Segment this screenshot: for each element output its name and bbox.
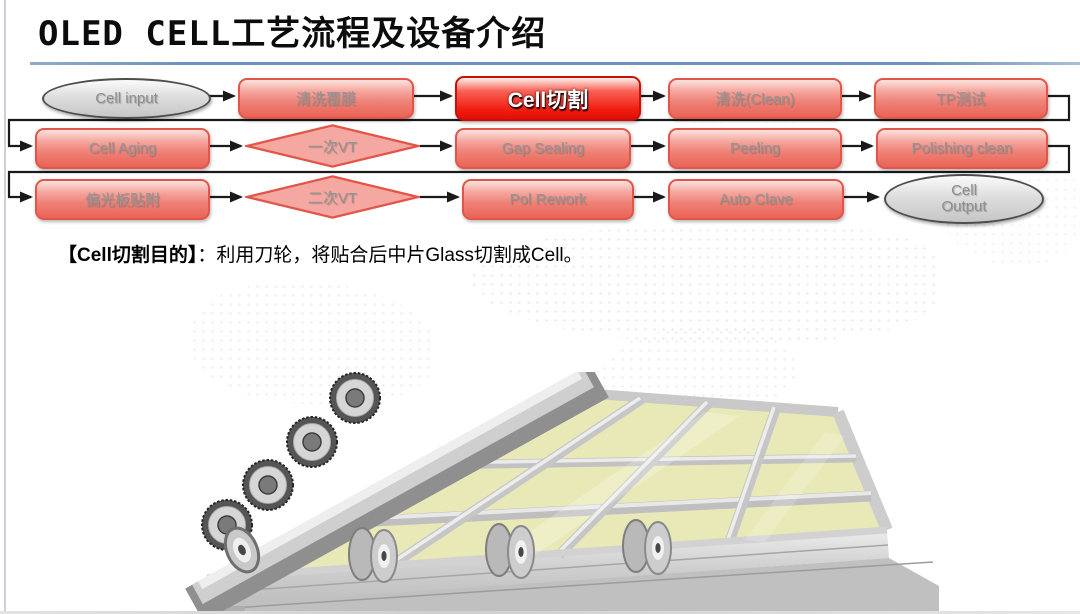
wheel-pair <box>622 519 672 575</box>
cutter-wheel <box>329 372 381 424</box>
flow-step-clean: 清洗(Clean) <box>668 78 842 119</box>
front-rail-wheels <box>348 519 672 583</box>
flow-step-gap-sealing: Gap Sealing <box>455 128 631 169</box>
flow-terminal-cell-input: Cell input <box>42 78 211 119</box>
flow-step-pol-rework: Pol Rework <box>462 179 634 220</box>
flow-step-peeling: Peeling <box>668 128 842 169</box>
wheel-pair <box>485 523 535 579</box>
flow-decision-first-vt: 一次VT <box>245 124 420 168</box>
flow-step-cell-cutting-highlighted: Cell切割 <box>455 76 641 121</box>
diamond-shape <box>245 124 420 168</box>
glass-panel-grid <box>206 387 893 582</box>
machine-base <box>199 558 939 613</box>
cutter-wheel <box>242 459 294 511</box>
cell-cutting-purpose-text: 【Cell切割目的】：利用刀轮，将贴合后中片Glass切割成Cell。 <box>58 240 583 267</box>
flow-decision-second-vt: 二次VT <box>245 175 420 219</box>
flow-step-tp-test: TP测试 <box>874 78 1048 119</box>
cell-cutting-machine-illustration <box>185 372 939 614</box>
cutter-wheel <box>201 499 253 551</box>
cutter-wheel <box>286 416 338 468</box>
slide-left-edge <box>4 0 6 614</box>
purpose-label: 【Cell切割目的】 <box>58 245 198 266</box>
rail-shadow <box>195 566 243 600</box>
flow-terminal-cell-output: Cell Output <box>884 174 1044 224</box>
wheel-pair <box>348 527 398 583</box>
flow-step-auto-clave: Auto Clave <box>668 179 844 220</box>
page-title: OLED CELL工艺流程及设备介绍 <box>38 14 547 54</box>
purpose-body: ：利用刀轮，将贴合后中片Glass切割成Cell。 <box>197 245 583 266</box>
diamond-shape <box>245 175 420 219</box>
slide-bottom-edge <box>0 611 1080 614</box>
worldmap-dots <box>600 328 795 424</box>
glass-front-edge <box>206 530 889 606</box>
flow-step-clean-coating: 清洗覆膜 <box>238 78 414 119</box>
tilted-cutter-wheel <box>223 526 261 574</box>
cutter-wheels <box>201 372 381 574</box>
title-underline <box>30 62 1080 65</box>
worldmap-dots <box>190 282 435 404</box>
flow-step-polishing-clean: Polishing clean <box>876 128 1048 169</box>
flow-step-cell-aging: Cell Aging <box>35 128 210 169</box>
cutter-rail <box>185 372 609 614</box>
flow-step-polarizer-attach: 偏光板贴附 <box>35 179 210 220</box>
